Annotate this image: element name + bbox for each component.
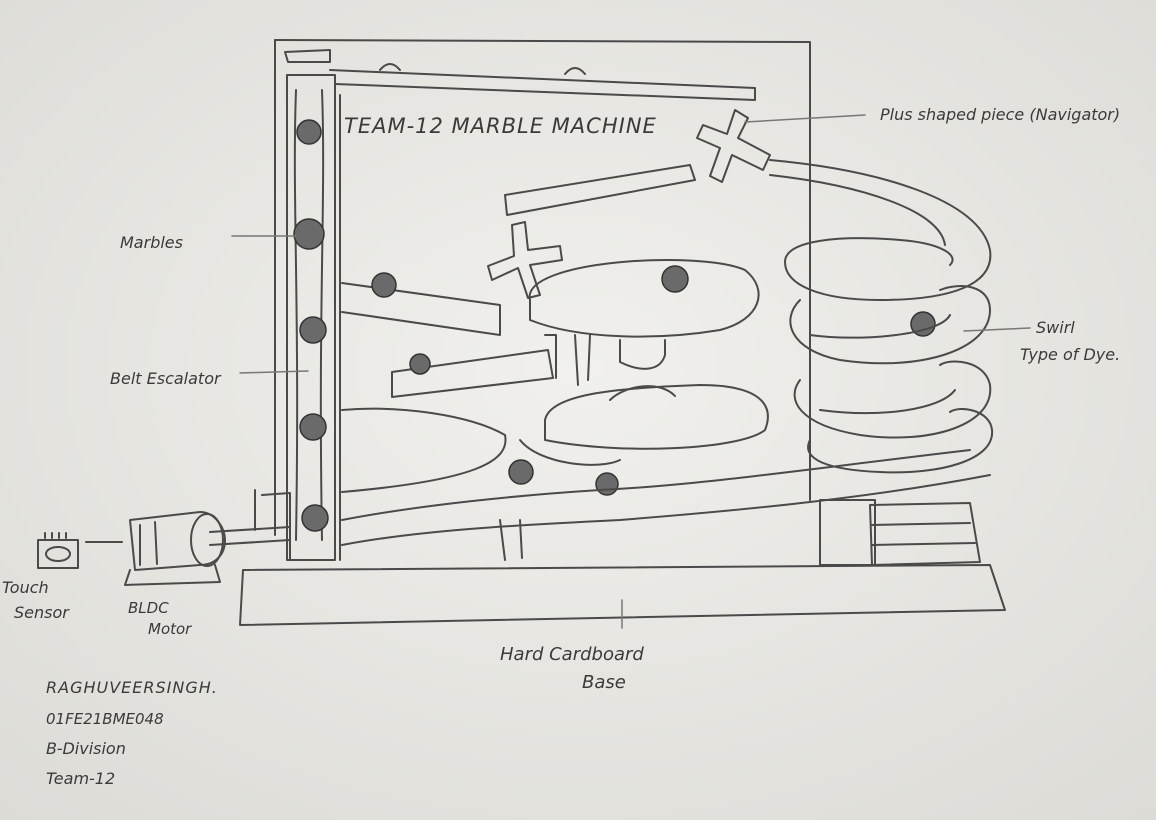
belt-label: Belt Escalator [110,369,222,388]
author-name: RAGHUVEERSINGH. [46,678,218,697]
diagram-title: TEAM-12 MARBLE MACHINE [344,114,657,138]
base-label-line1: Hard Cardboard [500,644,644,665]
swirl-label-line1: Swirl [1036,318,1075,337]
touch-label-line2: Sensor [14,603,70,622]
touch-label-line1: Touch [2,578,49,597]
motor-label-line1: BLDC [128,599,169,617]
base-label-line2: Base [582,672,626,693]
navigator-label: Plus shaped piece (Navigator) [880,105,1120,124]
author-id: 01FE21BME048 [46,710,164,728]
swirl-label-line2: Type of Dye. [1020,345,1120,364]
motor-label-line2: Motor [148,620,192,638]
author-division: B-Division [46,739,126,758]
author-team: Team-12 [46,769,115,788]
marbles-label: Marbles [120,233,183,252]
